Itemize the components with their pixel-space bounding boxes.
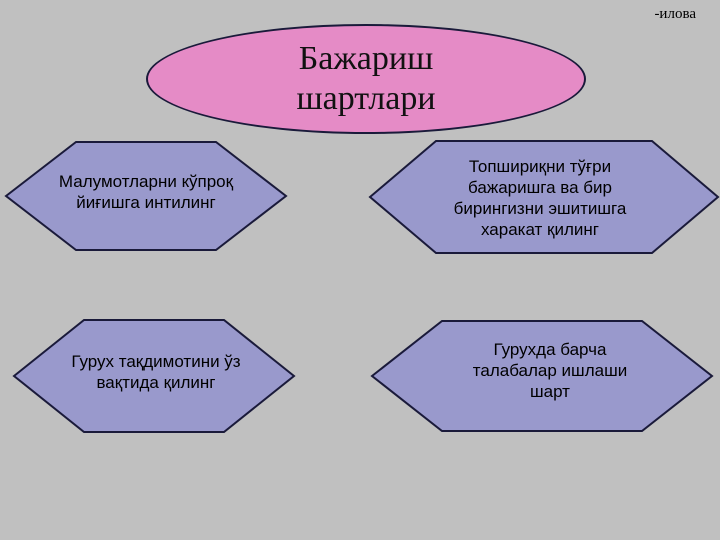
condition-4-line-2: талабалар ишлаши bbox=[472, 360, 628, 380]
condition-2-line-2: бажаришга ва бир bbox=[468, 178, 612, 197]
hexagon-top-right bbox=[368, 140, 720, 254]
title-ellipse: Бажариш шартлари bbox=[146, 24, 586, 134]
hexagon-top-left bbox=[4, 141, 288, 251]
condition-label-1: Малумотларни кўпроқ йиғишга интилинг bbox=[46, 150, 246, 234]
condition-label-2: Топшириқни тўғри бажаришга ва бир биринг… bbox=[420, 152, 660, 244]
condition-label-3: Гурух тақдимотини ўз вақтида қилинг bbox=[56, 336, 256, 408]
condition-1-line-1: Малумотларни кўпроқ bbox=[58, 172, 234, 191]
condition-label-4: Гурухда барча талабалар ишлаши шарт bbox=[440, 332, 660, 408]
condition-2-line-3: бирингизни эшитишга bbox=[453, 199, 627, 218]
hexagon-bottom-left bbox=[12, 319, 296, 433]
condition-2-line-1: Топшириқни тўғри bbox=[468, 157, 612, 176]
condition-3-line-1: Гурух тақдимотини ўз bbox=[71, 352, 241, 371]
condition-4-line-3: шарт bbox=[530, 381, 570, 401]
hexagon-bottom-right bbox=[370, 320, 714, 432]
condition-2-line-4: харакат қилинг bbox=[480, 220, 599, 239]
condition-4-line-1: Гурухда барча bbox=[493, 339, 607, 359]
title-line-2: шартлари bbox=[296, 80, 436, 117]
corner-note: -илова bbox=[654, 6, 696, 22]
title-line-1: Бажариш bbox=[298, 40, 434, 77]
condition-1-line-2: йиғишга интилинг bbox=[76, 193, 216, 212]
page-title: Бажариш шартлари bbox=[296, 39, 435, 119]
condition-3-line-2: вақтида қилинг bbox=[96, 373, 216, 392]
